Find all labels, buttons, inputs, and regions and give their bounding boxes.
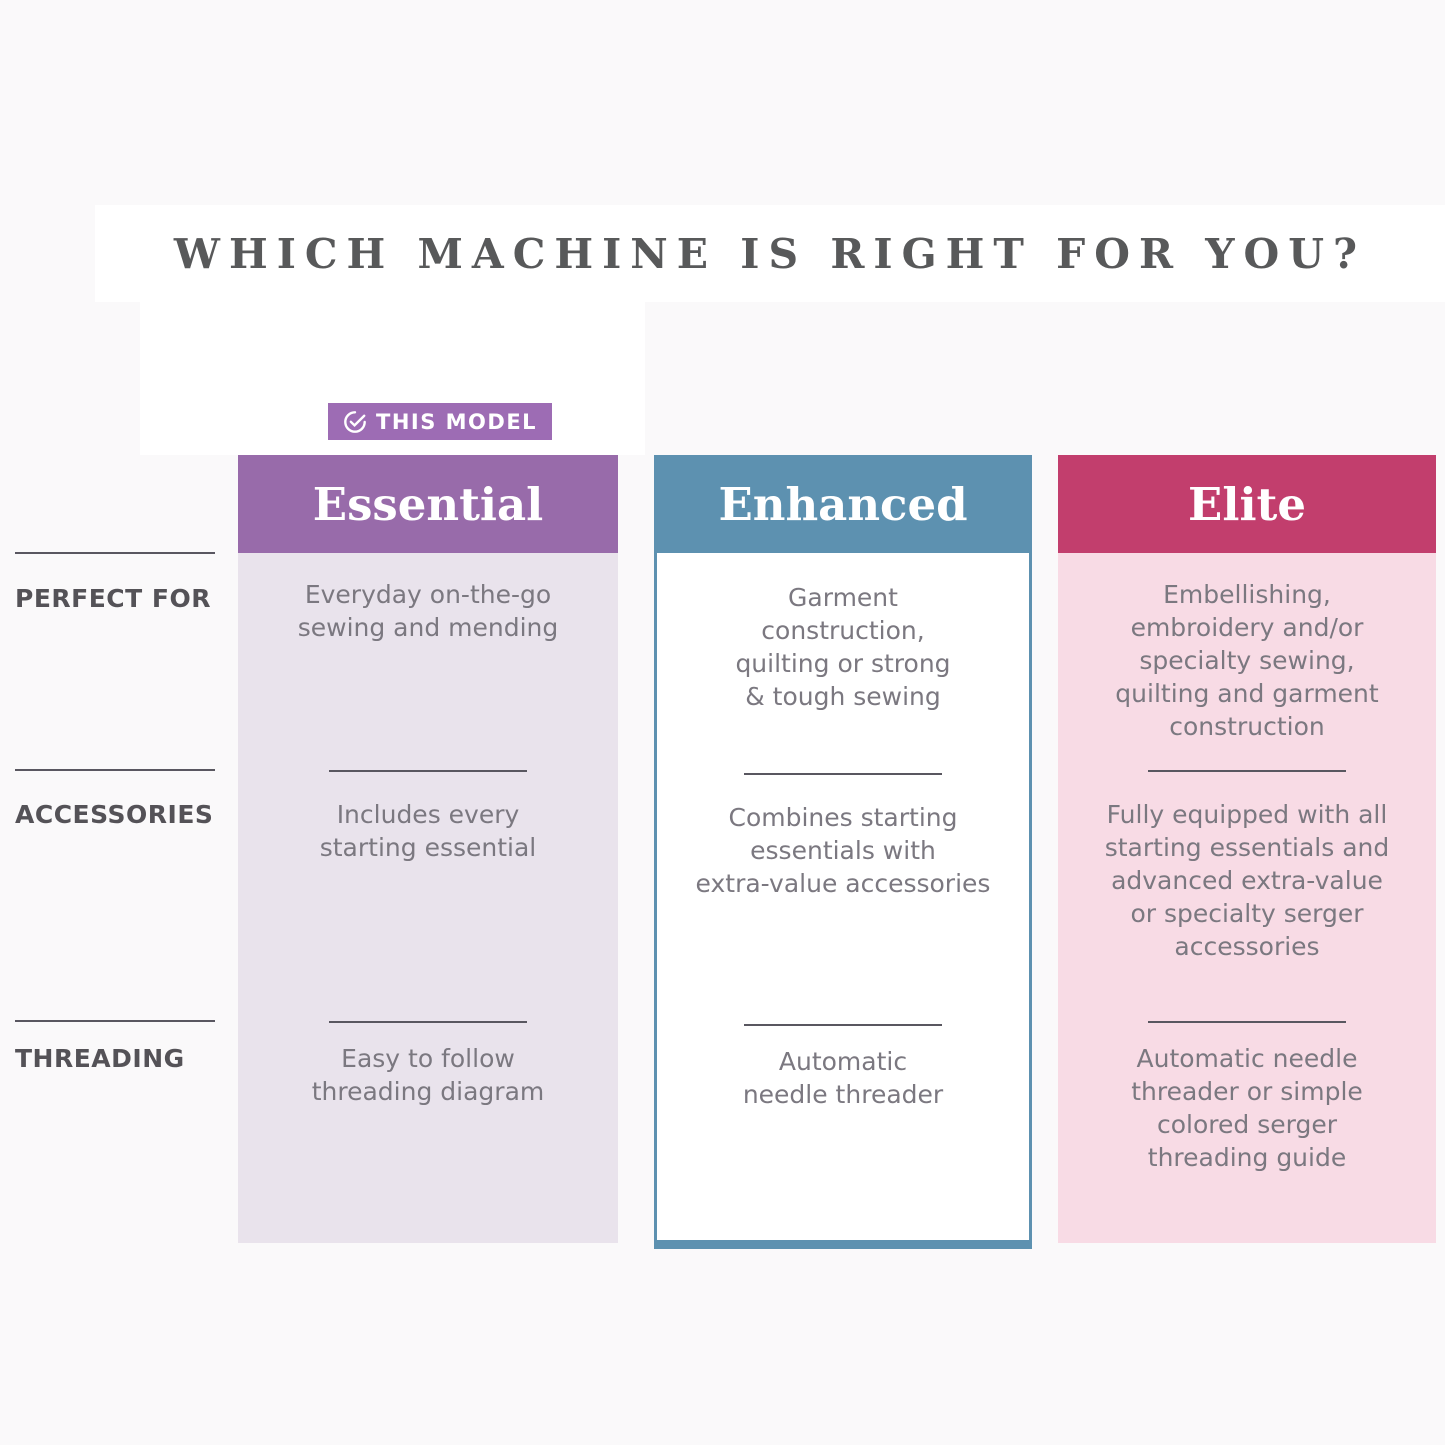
row-rule-accessories	[15, 769, 215, 771]
cell-divider	[1148, 770, 1346, 772]
row-label-threading: THREADING	[15, 1044, 185, 1073]
row-rule-threading	[15, 1020, 215, 1022]
page-title: WHICH MACHINE IS RIGHT FOR YOU?	[173, 229, 1367, 278]
cell-divider	[744, 773, 942, 775]
cell-enhanced-accessories: Combines starting essentials with extra-…	[695, 803, 991, 898]
column-header-enhanced: Enhanced	[654, 455, 1032, 553]
this-model-badge: THIS MODEL	[328, 403, 553, 440]
cell-divider	[329, 1021, 527, 1023]
column-elite: Elite Embellishing, embroidery and/or sp…	[1058, 455, 1436, 1243]
check-circle-icon	[343, 410, 367, 434]
cell-essential-perfect-for: Everyday on-the-go sewing and mending	[297, 580, 559, 642]
row-rule-perfect-for	[15, 552, 215, 554]
column-header-essential: Essential	[238, 455, 618, 553]
cell-enhanced-perfect-for: Garment construction, quilting or strong…	[735, 583, 951, 711]
cell-divider	[329, 770, 527, 772]
cell-enhanced-threading: Automatic needle threader	[742, 1047, 944, 1109]
row-label-perfect-for: PERFECT FOR	[15, 584, 211, 613]
column-header-elite: Elite	[1058, 455, 1436, 553]
column-essential: Essential Everyday on-the-go sewing and …	[238, 455, 618, 1243]
cell-elite-threading: Automatic needle threader or simple colo…	[1131, 1044, 1363, 1172]
column-enhanced: Enhanced Garment construction, quilting …	[654, 455, 1032, 1249]
cell-elite-accessories: Fully equipped with all starting essenti…	[1104, 800, 1390, 961]
cell-elite-perfect-for: Embellishing, embroidery and/or specialt…	[1115, 580, 1379, 741]
cell-divider	[1148, 1021, 1346, 1023]
cell-essential-threading: Easy to follow threading diagram	[311, 1044, 545, 1106]
cell-divider	[744, 1024, 942, 1026]
title-band: WHICH MACHINE IS RIGHT FOR YOU?	[95, 205, 1445, 302]
row-label-accessories: ACCESSORIES	[15, 800, 214, 829]
cell-essential-accessories: Includes every starting essential	[319, 800, 537, 862]
this-model-badge-label: THIS MODEL	[376, 409, 538, 434]
